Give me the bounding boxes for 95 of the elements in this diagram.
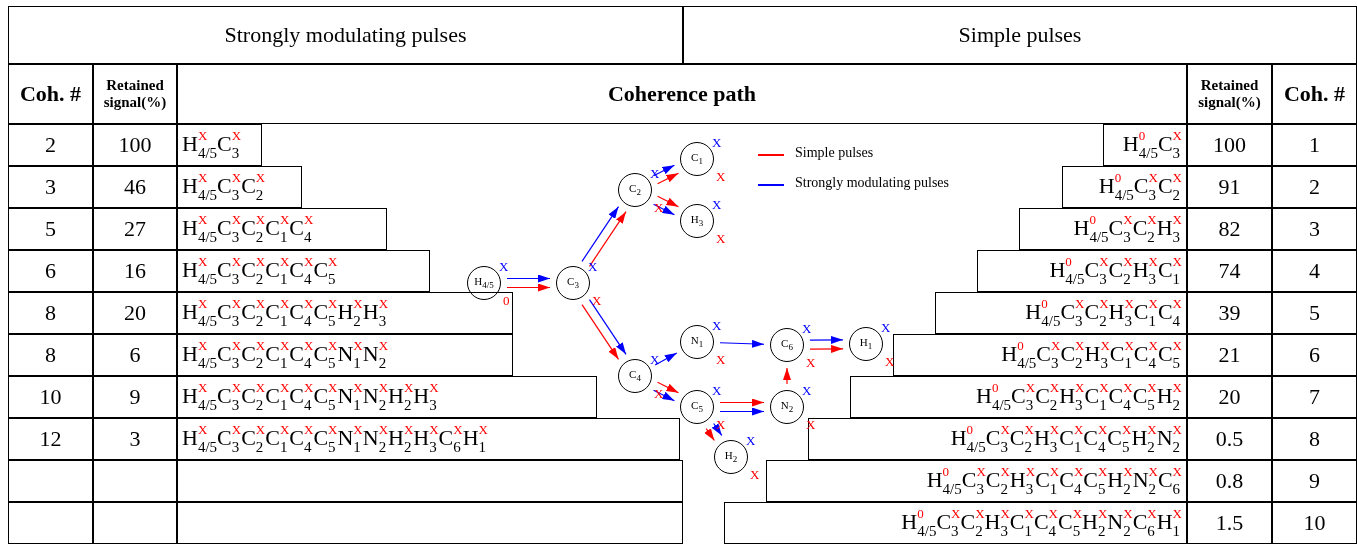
coherence-number: 8 [1309,426,1320,452]
state-mark: X [499,260,509,273]
signal-percentage: 39 [1218,300,1241,326]
state-mark: X [750,468,760,481]
legend-label: Strongly modulating pulses [795,175,949,191]
signal-percentage: 20 [1218,384,1241,410]
spin-label: H$_{4/5}$ [474,275,494,291]
coherence-number: 6 [1309,342,1320,368]
state-mark: X [588,260,598,273]
column-header: Coh. # [1283,81,1346,107]
signal-percentage: 100 [1213,132,1246,158]
spin-label: H$_{3}$ [690,213,704,229]
state-mark: X [806,356,816,369]
signal-percentage: 1.5 [1215,510,1244,536]
signal-percentage: 27 [124,216,146,242]
state-mark: X [716,353,726,366]
state-mark: X [802,384,812,397]
spin-label: H$_{2}$ [724,449,738,465]
spin-label: H$_{1}$ [859,336,873,352]
arrow [654,352,678,366]
spin-label: C$_{6}$ [781,337,793,353]
arrow [506,274,551,283]
arrow [809,335,844,344]
spin-label: N$_{2}$ [780,399,794,415]
state-mark: X [716,170,726,183]
arrow [581,206,620,262]
state-mark: X [592,294,602,307]
arrow [711,422,723,437]
coherence-number: 2 [45,132,56,158]
signal-percentage: 20 [124,300,146,326]
coherence-number: 4 [1309,258,1320,284]
arrow [581,304,620,360]
arrow [657,381,680,394]
state-mark: X [650,353,660,366]
arrow [719,407,765,416]
spin-label: C$_{1}$ [691,151,703,167]
arrow [719,398,765,407]
column-header: Retained signal(%) [102,77,168,111]
signal-percentage: 0.8 [1215,468,1244,494]
column-header: Retained signal(%) [1197,77,1262,111]
arrow [809,344,844,353]
arrow [657,195,680,208]
arrow [719,339,765,348]
coherence-number: 2 [1309,174,1320,200]
column-header: Coh. # [19,81,82,107]
legend-label: Simple pulses [795,145,874,161]
section-header: Simple pulses [958,22,1082,48]
signal-percentage: 9 [129,384,141,410]
signal-percentage: 6 [129,342,141,368]
coherence-number: 3 [1309,216,1320,242]
spin-label: N$_{1}$ [690,334,704,350]
state-mark: X [716,232,726,245]
coherence-number: 5 [45,216,56,242]
state-mark: X [712,384,722,397]
signal-percentage: 82 [1218,216,1241,242]
state-mark: X [716,418,726,431]
spin-label: C$_{5}$ [691,399,703,415]
coherence-number: 5 [1309,300,1320,326]
coherence-number: 10 [39,384,62,410]
state-mark: 0 [503,294,510,307]
section-header: Strongly modulating pulses [224,22,467,48]
coherence-number: 9 [1309,468,1320,494]
arrow [588,299,627,355]
signal-percentage: 21 [1218,342,1241,368]
spin-label: C$_{2}$ [629,182,641,198]
signal-percentage: 100 [118,132,152,158]
signal-percentage: 3 [129,426,141,452]
coherence-number: 8 [45,300,56,326]
arrow [588,211,627,267]
coherence-number: 3 [45,174,56,200]
state-mark: X [712,198,722,211]
coherence-number: 10 [1303,510,1326,536]
state-mark: X [650,167,660,180]
signal-percentage: 0.5 [1215,426,1244,452]
arrow [506,283,551,292]
signal-percentage: 16 [124,258,146,284]
arrow [657,172,680,185]
arrow [783,367,791,385]
spin-label: C$_{3}$ [567,275,579,291]
signal-percentage: 46 [124,174,146,200]
signal-percentage: 91 [1218,174,1241,200]
coherence-number: 7 [1309,384,1320,410]
coherence-number: 8 [45,342,56,368]
state-mark: X [802,322,812,335]
coherence-number: 12 [39,426,62,452]
state-mark: X [712,136,722,149]
coherence-number: 1 [1309,132,1320,158]
coherence-number: 6 [45,258,56,284]
spin-label: C$_{4}$ [629,368,641,384]
column-header: Coherence path [607,81,757,107]
state-mark: X [746,434,756,447]
arrow [704,427,715,442]
state-mark: X [881,321,891,334]
signal-percentage: 74 [1218,258,1241,284]
state-mark: X [712,319,722,332]
